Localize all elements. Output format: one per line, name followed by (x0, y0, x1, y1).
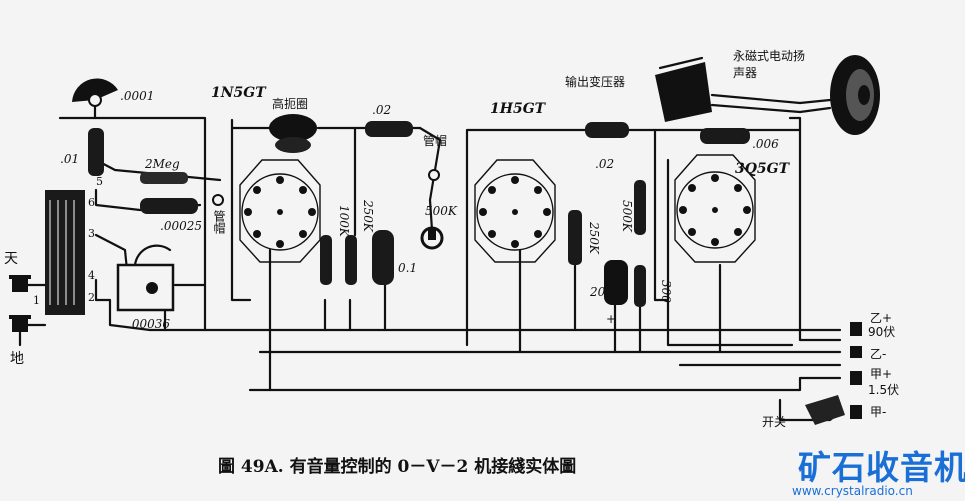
capacitor-0-1 (372, 230, 394, 285)
capacitor-01 (88, 128, 104, 176)
aplus-bus (248, 376, 842, 392)
bminus-label: 乙- (870, 347, 887, 361)
watermark-url: www.crystalradio.cn (792, 484, 913, 498)
top-bus-wire (58, 116, 207, 332)
ground-label: 地 (10, 351, 24, 367)
tube-socket-1 (239, 159, 321, 263)
coil-tap-4: 4 (88, 269, 95, 282)
cap-02-b-label: .02 (595, 157, 615, 171)
tube-socket-2 (474, 159, 556, 263)
capacitor-00025 (140, 198, 198, 214)
output-transformer (655, 56, 712, 122)
cap-006-label: .006 (752, 137, 779, 151)
cap-0-1-label: 0.1 (398, 261, 418, 275)
switch-label: 开关 (762, 415, 787, 429)
coil-tap-2: 2 (88, 291, 95, 304)
rf-choke (269, 114, 317, 153)
resistor-300 (634, 265, 646, 307)
variable-cap-00036 (116, 244, 175, 312)
coil-tap-5: 5 (96, 175, 103, 188)
transformer-to-speaker (710, 93, 832, 114)
pot-500k-label: 500K (425, 204, 457, 218)
bplus-post (850, 322, 862, 336)
switch-body (805, 395, 845, 425)
resistor-250k-a (345, 235, 357, 285)
vertical-drops (268, 248, 722, 392)
speaker-label: 永磁式电动扬声器 (733, 49, 806, 80)
resistor-250k-a-label: 250K (361, 200, 375, 232)
coil-tap-6: 6 (88, 196, 95, 209)
volume-pot-500k (420, 226, 444, 250)
cap-02-a-label: .02 (372, 103, 392, 117)
aminus-post (850, 405, 862, 419)
trimmer-cap-0001 (72, 78, 118, 107)
capacitor-02-b (585, 122, 629, 138)
aplus-post (850, 371, 862, 385)
figure-caption: 圖 49A. 有音量控制的 0－V－2 机接綫实体圖 (218, 457, 577, 477)
grid-cap-clip-2 (428, 169, 440, 181)
cap-01-label: .01 (60, 152, 80, 166)
tube-2-label: 1H5GT (490, 101, 546, 117)
resistor-100k-label: 100K (337, 205, 351, 237)
ground-post (9, 315, 31, 332)
tube-socket-3 (674, 154, 756, 263)
cap-00025-label: .00025 (160, 219, 202, 233)
cap-0001-label: .0001 (120, 89, 155, 103)
resistor-500k-label: 500K (620, 200, 634, 232)
tube-3-label: 3Q5GT (735, 161, 790, 177)
watermark-brand: 矿石收音机 (798, 448, 965, 487)
capacitor-006 (700, 128, 750, 144)
resistor-100k (320, 235, 332, 285)
bplus-label: 乙+ (870, 311, 893, 325)
coil-tap-1: 1 (33, 294, 40, 307)
capacitor-02-a (365, 121, 413, 137)
resistor-300-label: 300 (659, 280, 673, 303)
output-transformer-label: 输出变压器 (565, 75, 626, 89)
resistor-250k-b-label: 250K (587, 222, 601, 254)
resistor-500k (634, 180, 646, 235)
bminus-post (850, 346, 862, 358)
choke-label: 高扼圈 (272, 97, 309, 111)
speaker-cone (830, 55, 880, 135)
wire-first-stage (230, 118, 252, 302)
wire-tube2-plate (465, 128, 802, 347)
antenna-post (9, 275, 31, 292)
cap-20-label: 20 (590, 285, 606, 299)
antenna-label: 天 (4, 251, 18, 267)
tube-1-label: 1N5GT (211, 85, 266, 101)
capacitor-20 (604, 260, 628, 305)
antenna-coil (45, 190, 85, 315)
aplus-voltage: 1.5伏 (868, 383, 900, 397)
cap-20-polarity: + (606, 312, 617, 326)
resistor-2meg-label: 2Meg (145, 157, 180, 171)
bplus-voltage: 90伏 (868, 325, 896, 339)
aplus-label: 甲+ (870, 367, 893, 381)
grid-cap-2-label: 管帽 (423, 134, 448, 148)
wire-tube3 (653, 128, 794, 347)
wire-choke-to-02 (230, 126, 422, 237)
wire-speaker-side (788, 116, 842, 342)
coil-leads (94, 143, 222, 332)
coil-tap-3: 3 (88, 227, 95, 240)
grid-cap-clip-1 (212, 194, 224, 206)
cap-00036-label: .00036 (128, 317, 170, 331)
aminus-label: 甲- (870, 405, 887, 419)
coil-windings (49, 200, 75, 305)
grid-cap-1-label: 管帽 (212, 210, 226, 234)
resistor-2meg (140, 172, 188, 184)
resistor-250k-b (568, 210, 582, 265)
